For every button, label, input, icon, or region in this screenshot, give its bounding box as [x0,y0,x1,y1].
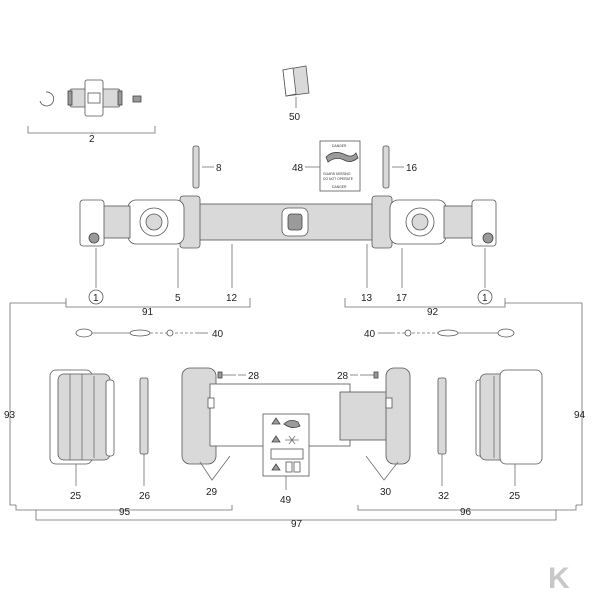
bearing-ring-right [437,377,447,486]
right-shaft-collar [371,195,393,249]
callout-1-left: 1 [93,293,99,304]
safety-chain-right [378,328,515,338]
callout-91: 91 [142,307,154,318]
callout-12: 12 [226,293,238,304]
shield-pin-16 [382,145,404,189]
bearing-ring-left [139,377,149,486]
bellows-cone-left [49,369,115,486]
brand-logo: K [548,562,570,595]
callout-5: 5 [175,293,181,304]
callout-25-right: 25 [509,491,521,502]
callout-25-left: 25 [70,491,82,502]
callout-32: 32 [438,491,450,502]
callout-1-right: 1 [482,293,488,304]
grease-nipple-icon [132,95,142,103]
callout-49: 49 [280,495,292,506]
callout-1-left-circle [88,289,104,305]
shield-pin-8 [192,145,214,189]
callout-50: 50 [289,112,301,123]
svg-text:DANGER: DANGER [332,144,347,148]
callout-8: 8 [216,163,222,174]
svg-text:GUARD MISSING: GUARD MISSING [323,172,351,176]
callout-97: 97 [291,519,303,530]
svg-text:DANGER: DANGER [332,185,347,189]
pointer-30 [365,455,399,481]
callout-16: 16 [406,163,418,174]
callout-2: 2 [89,134,95,145]
svg-text:K: K [548,562,570,595]
left-locking-pin-icon [88,232,100,244]
callout-40-left: 40 [212,329,224,340]
safety-chain-left [75,328,208,338]
callout-95: 95 [119,507,131,518]
callout-30: 30 [380,487,392,498]
callout-13: 13 [361,293,373,304]
pointer-29 [199,455,231,481]
callout-48: 48 [292,163,304,174]
callout-94: 94 [574,410,586,421]
callout-26: 26 [139,491,151,502]
warning-decal-48: DANGER GUARD MISSING DO NOT OPERATE DANG… [305,140,361,192]
callout-40-right: 40 [364,329,376,340]
callout-1-right-circle [477,289,493,305]
callout-17: 17 [396,293,408,304]
warning-decal-49 [262,413,310,490]
cross-kit-assembly [27,79,156,134]
circlip-icon [39,91,55,107]
right-locking-pin-icon [482,232,494,244]
callout-96: 96 [460,507,472,518]
bellows-cone-right [475,369,543,486]
screw-28-left [217,371,246,379]
callout-29: 29 [206,487,218,498]
callout-93: 93 [4,410,16,421]
main-driveshaft [79,195,497,249]
callout-92: 92 [427,307,439,318]
screw-28-right [350,371,379,379]
callout-28-right: 28 [337,371,349,382]
operator-manual-icon [282,65,310,108]
svg-text:DO NOT OPERATE: DO NOT OPERATE [323,177,354,181]
callout-28-left: 28 [248,371,260,382]
